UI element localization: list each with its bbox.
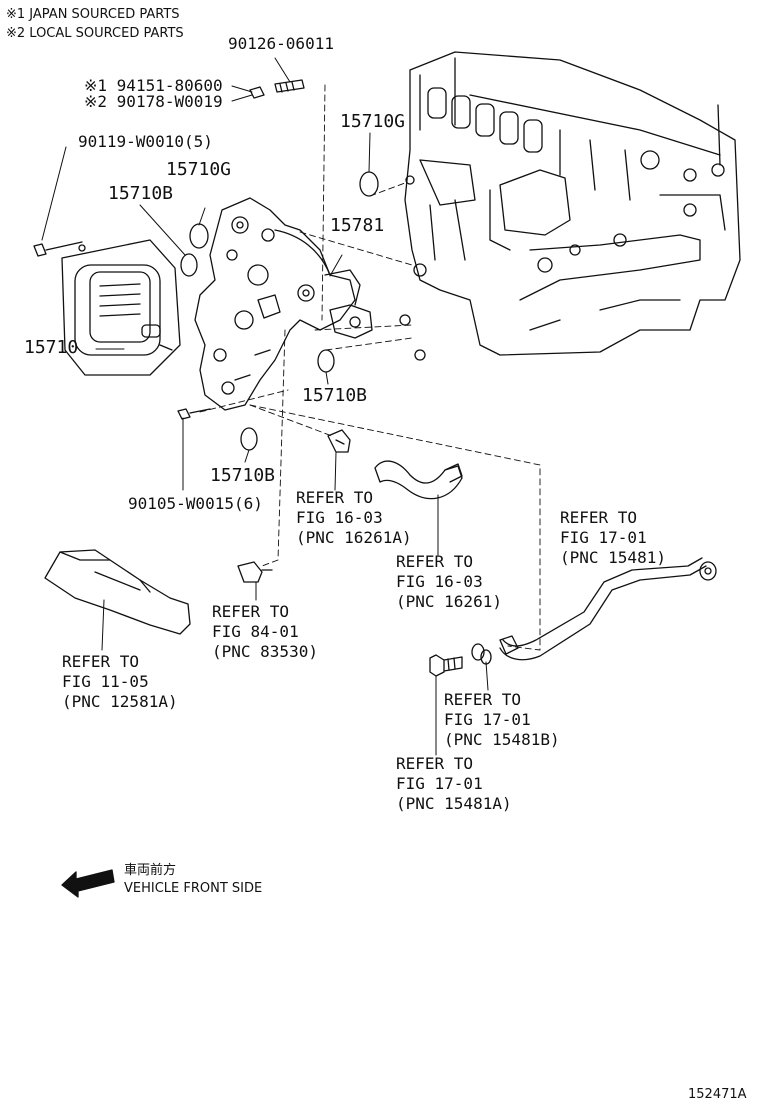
note-local-sourced: ※2 LOCAL SOURCED PARTS bbox=[6, 26, 184, 41]
part-90126-06011[interactable]: 90126-06011 bbox=[228, 34, 334, 53]
part-15710[interactable]: 15710 bbox=[24, 337, 79, 358]
part-90178-w0019[interactable]: ※2 90178-W0019 bbox=[84, 92, 223, 111]
part-90105-w0015[interactable]: 90105-W0015(6) bbox=[128, 494, 263, 513]
part-15710g-left[interactable]: 15710G bbox=[166, 159, 232, 180]
figure-id: 152471A bbox=[688, 1087, 747, 1102]
ref-fig-17-01-15481[interactable]: REFER TO FIG 17-01 (PNC 15481) bbox=[560, 508, 666, 567]
ref-fig-16-03-16261a[interactable]: REFER TO FIG 16-03 (PNC 16261A) bbox=[296, 488, 412, 547]
hose-and-pipe-drawing bbox=[45, 430, 716, 660]
part-15710b-left[interactable]: 15710B bbox=[108, 183, 174, 204]
ref-fig-84-01-83530[interactable]: REFER TO FIG 84-01 (PNC 83530) bbox=[212, 602, 318, 661]
ref-fig-17-01-15481a[interactable]: REFER TO FIG 17-01 (PNC 15481A) bbox=[396, 754, 512, 813]
ref-fig-17-01-15481b[interactable]: REFER TO FIG 17-01 (PNC 15481B) bbox=[444, 690, 560, 749]
vehicle-front-japanese: 車両前方 bbox=[124, 863, 177, 878]
part-15710b-right[interactable]: 15710B bbox=[302, 385, 368, 406]
engine-block-drawing bbox=[400, 52, 740, 360]
bolts-drawing bbox=[34, 80, 491, 676]
leader-lines bbox=[42, 58, 488, 755]
oil-cooler-drawing bbox=[62, 240, 180, 375]
part-15781[interactable]: 15781 bbox=[330, 215, 385, 236]
part-90119-w0010[interactable]: 90119-W0010(5) bbox=[78, 132, 213, 151]
part-15710b-lower[interactable]: 15710B bbox=[210, 465, 276, 486]
dashed-lines bbox=[200, 85, 540, 650]
part-15710g-upper[interactable]: 15710G bbox=[340, 111, 406, 132]
ref-fig-16-03-16261[interactable]: REFER TO FIG 16-03 (PNC 16261) bbox=[396, 552, 502, 611]
vehicle-front-arrow-icon bbox=[62, 870, 114, 897]
ref-fig-11-05-12581a[interactable]: REFER TO FIG 11-05 (PNC 12581A) bbox=[62, 652, 178, 711]
note-japan-sourced: ※1 JAPAN SOURCED PARTS bbox=[6, 7, 180, 22]
vehicle-front-english: VEHICLE FRONT SIDE bbox=[124, 881, 263, 896]
oil-pump-cover-drawing bbox=[195, 198, 372, 410]
part-94151-80600[interactable]: ※1 94151-80600 bbox=[84, 76, 223, 95]
